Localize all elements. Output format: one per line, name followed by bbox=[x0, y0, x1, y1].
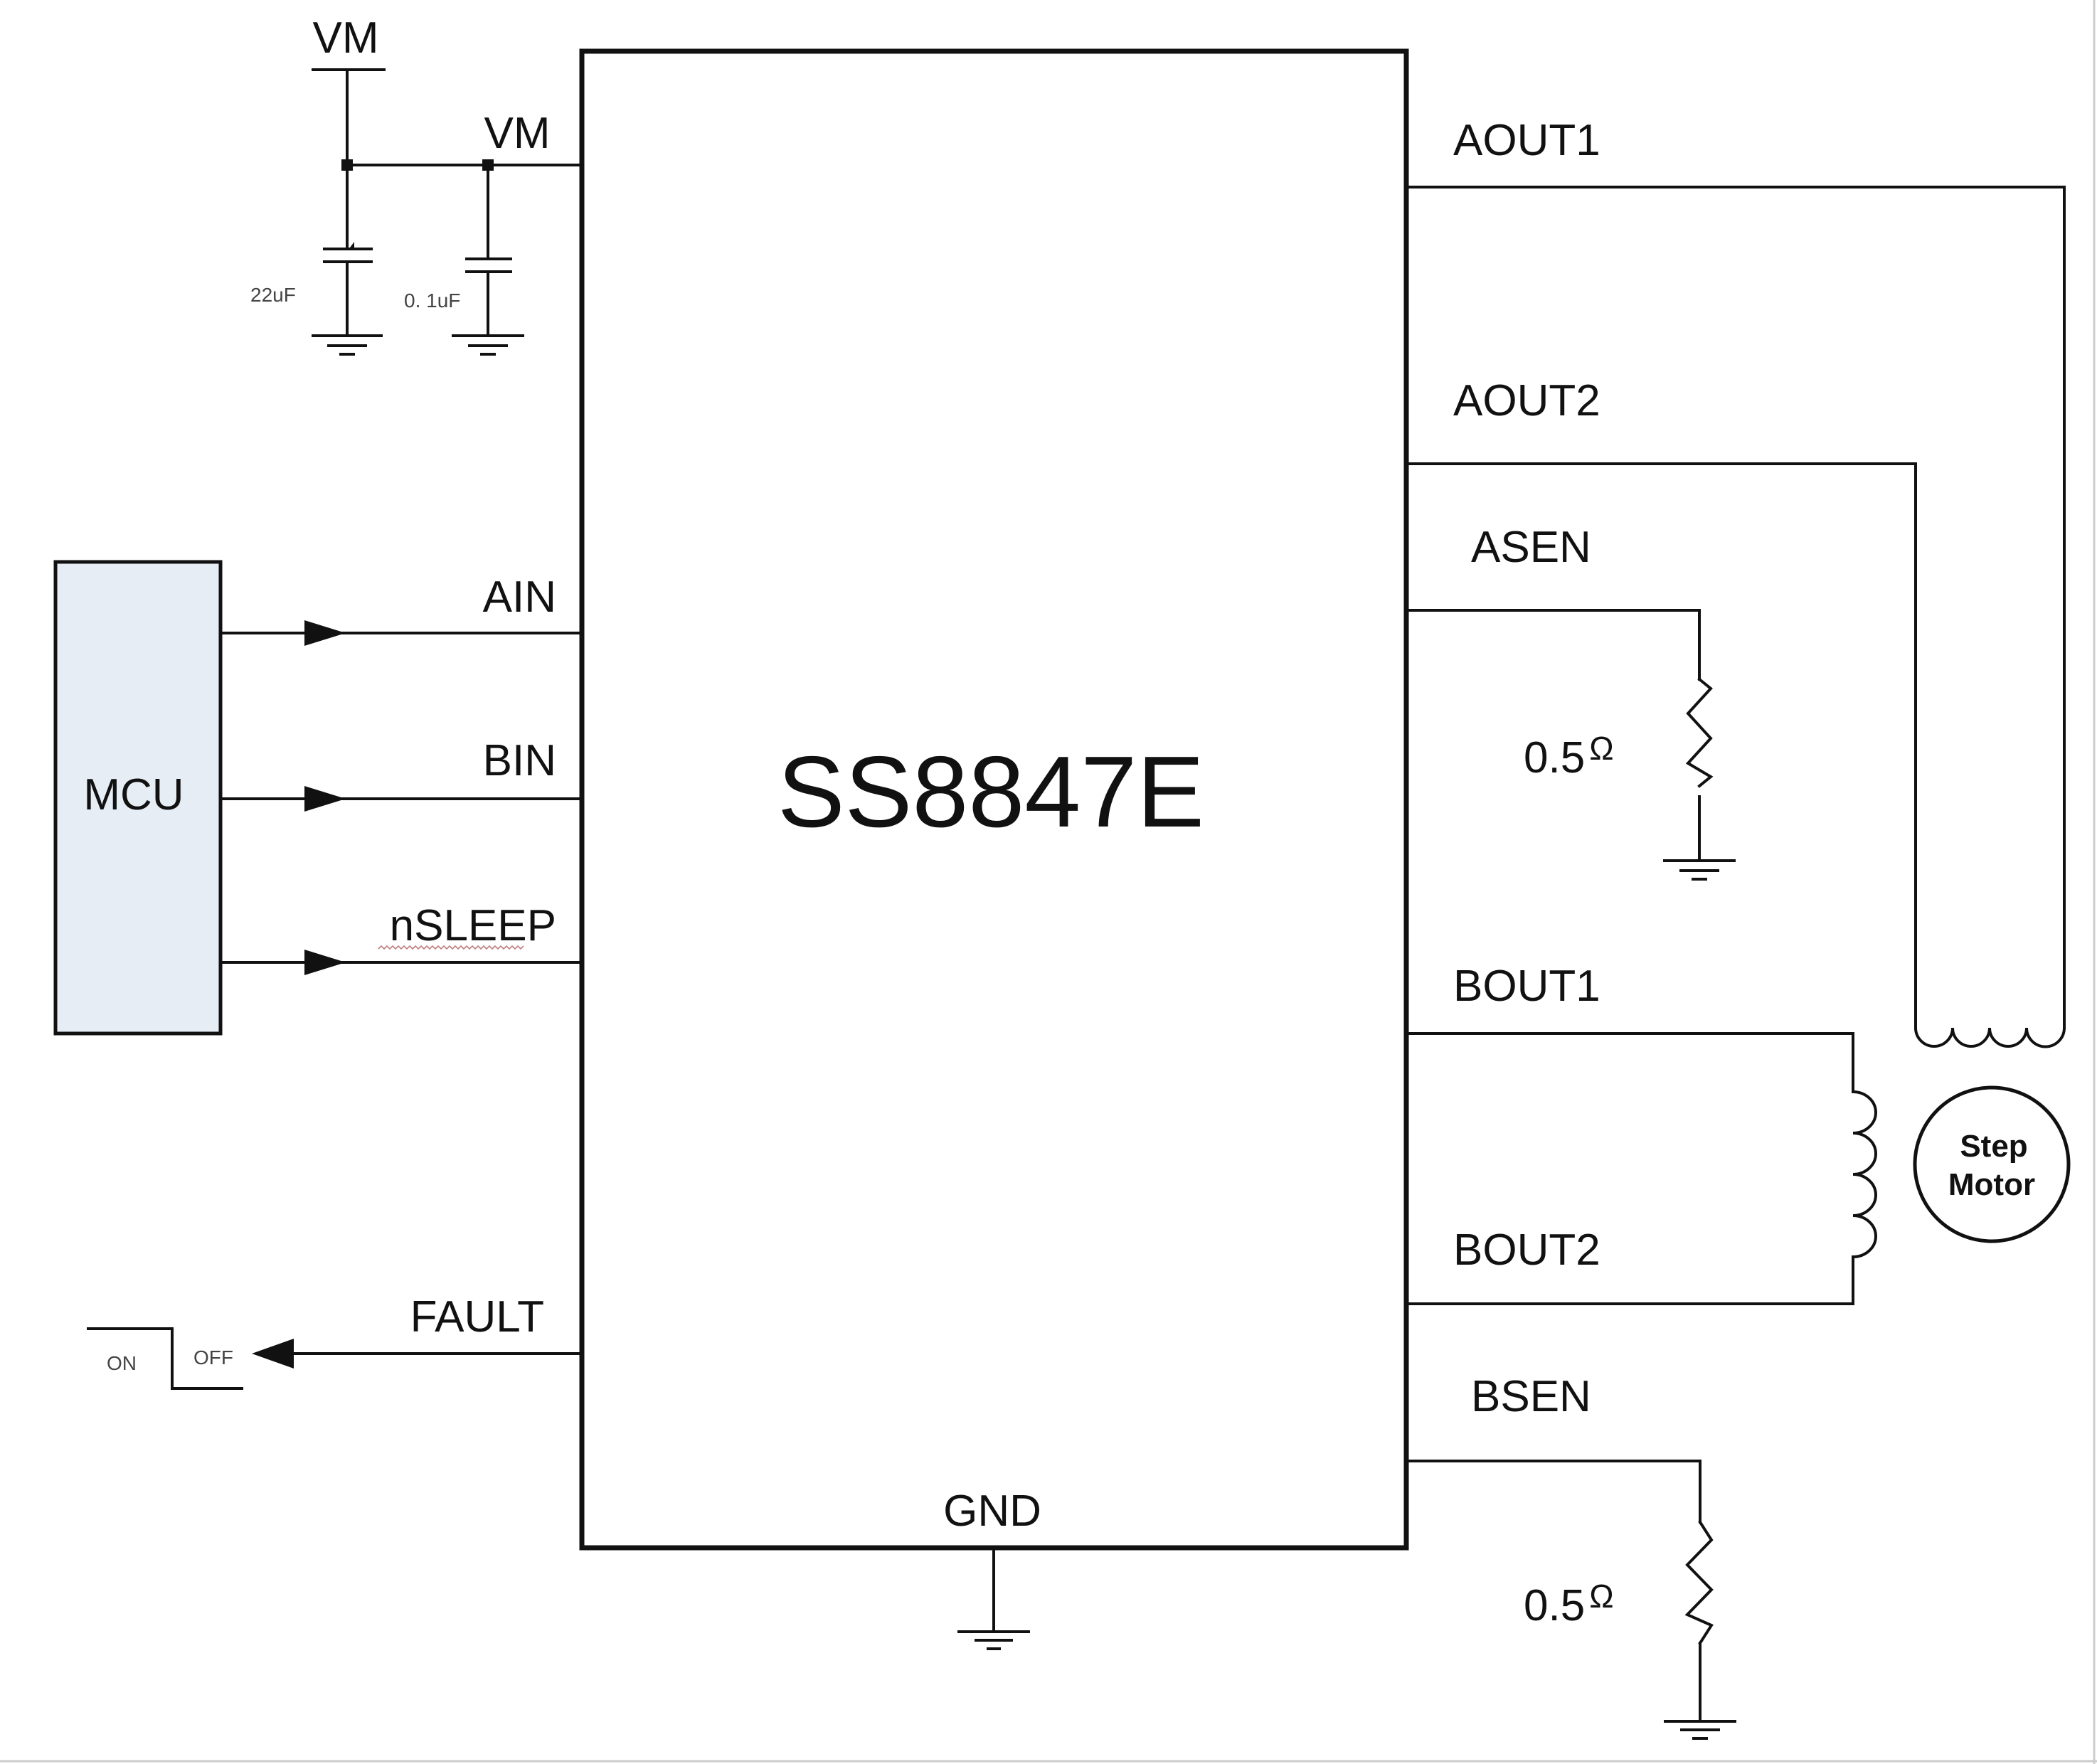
resistor-icon bbox=[1684, 1520, 1714, 1645]
arrow-right-icon bbox=[304, 620, 346, 646]
pin-ain[interactable]: AIN bbox=[219, 573, 583, 646]
arrow-left-icon bbox=[252, 1339, 294, 1369]
pin-label: BSEN bbox=[1471, 1372, 1591, 1421]
ground-icon bbox=[312, 334, 383, 356]
motor-coil-b-icon bbox=[1851, 1090, 1877, 1259]
ground-icon bbox=[452, 334, 524, 356]
aout2-wire bbox=[1405, 462, 1917, 1029]
vm-power-network: VM VM 22uF 0. 1uF bbox=[250, 14, 583, 356]
polarity-mark-icon bbox=[350, 242, 354, 248]
capacitor-22uf[interactable]: 22uF bbox=[250, 242, 383, 356]
motor-coil-a-icon bbox=[1913, 1026, 2066, 1048]
pin-label: AOUT1 bbox=[1453, 116, 1600, 165]
pin-bout2[interactable]: BOUT2 bbox=[1405, 1226, 1854, 1305]
asen-wire bbox=[1405, 609, 1701, 681]
step-motor[interactable]: Step Motor bbox=[1913, 1085, 2071, 1243]
junction-dot bbox=[341, 159, 353, 171]
resistor-icon bbox=[1685, 677, 1714, 788]
pin-label: AOUT2 bbox=[1453, 376, 1600, 425]
pin-label: BOUT1 bbox=[1453, 962, 1600, 1011]
fault-state-waveform: ON OFF bbox=[87, 1327, 243, 1390]
vm-pin-label: VM bbox=[484, 109, 551, 158]
motor-label-line1: Step bbox=[1960, 1129, 2027, 1164]
arrow-right-icon bbox=[304, 786, 346, 812]
pin-bout1[interactable]: BOUT1 bbox=[1405, 962, 1854, 1093]
step-waveform bbox=[87, 1327, 243, 1390]
pin-aout2[interactable]: AOUT2 bbox=[1405, 376, 1917, 1029]
bsen-wire bbox=[1405, 1460, 1702, 1524]
chip-ss8847e[interactable]: SS8847E bbox=[579, 48, 1409, 1551]
capacitor-value-label: 0. 1uF bbox=[404, 289, 460, 312]
chip-part-number: SS8847E bbox=[777, 735, 1204, 849]
pin-label: BIN bbox=[483, 736, 556, 785]
pin-label: BOUT2 bbox=[1453, 1226, 1600, 1275]
spellcheck-underline bbox=[378, 945, 524, 950]
mcu-label: MCU bbox=[83, 770, 184, 819]
pin-label: FAULT bbox=[410, 1292, 544, 1341]
pin-label: GND bbox=[943, 1487, 1041, 1536]
capacitor-0-1uf[interactable]: 0. 1uF bbox=[404, 164, 524, 356]
ground-icon bbox=[1663, 859, 1736, 881]
pin-gnd[interactable]: GND bbox=[943, 1487, 1041, 1650]
vm-supply-label: VM bbox=[313, 14, 379, 63]
pin-bin[interactable]: BIN bbox=[219, 736, 583, 812]
pin-nsleep[interactable]: nSLEEP bbox=[219, 901, 583, 975]
ground-icon bbox=[1664, 1720, 1736, 1740]
bout2-wire bbox=[1405, 1255, 1854, 1305]
ground-icon bbox=[957, 1630, 1030, 1650]
motor-circle-icon bbox=[1913, 1085, 2071, 1243]
pin-aout1[interactable]: AOUT1 bbox=[1405, 116, 2066, 1029]
pin-fault[interactable]: FAULT bbox=[252, 1292, 583, 1369]
motor-label-line2: Motor bbox=[1948, 1167, 2035, 1202]
on-label: ON bbox=[107, 1352, 137, 1374]
pin-label: AIN bbox=[483, 573, 556, 622]
capacitor-value-label: 22uF bbox=[250, 284, 296, 306]
pin-label: ASEN bbox=[1471, 523, 1591, 572]
mcu-block[interactable]: MCU bbox=[53, 560, 223, 1036]
bout1-wire bbox=[1405, 1032, 1854, 1093]
arrow-right-icon bbox=[304, 950, 346, 975]
aout1-wire bbox=[1405, 186, 2066, 1029]
pin-label: nSLEEP bbox=[390, 901, 556, 950]
mcu-box[interactable] bbox=[53, 560, 223, 1036]
off-label: OFF bbox=[193, 1346, 233, 1369]
